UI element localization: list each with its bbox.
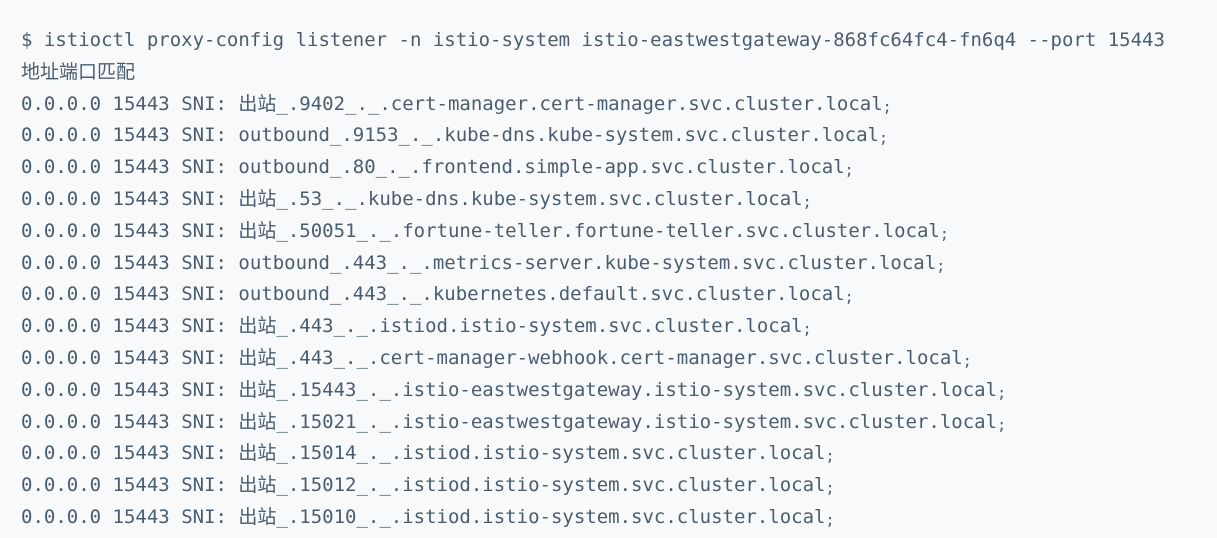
sni-value: 出站_.9402_._.cert-manager.cert-manager.sv…: [238, 92, 883, 115]
listener-port: 15443: [112, 251, 170, 274]
listener-address: 0.0.0.0: [21, 156, 102, 179]
listener-row: 0.0.0.0 15443 SNI: 出站_.443_._.istiod.ist…: [21, 311, 1207, 343]
line-terminator: ;: [882, 97, 892, 116]
listener-row: 0.0.0.0 15443 SNI: 出站_.53_._.kube-dns.ku…: [21, 184, 1207, 216]
listener-port: 15443: [112, 474, 170, 497]
listener-port: 15443: [112, 92, 170, 115]
listener-port: 15443: [112, 187, 170, 210]
sni-value: 出站_.15014_._.istiod.istio-system.svc.clu…: [238, 442, 826, 465]
sni-label: SNI:: [181, 346, 227, 369]
line-terminator: ;: [844, 288, 854, 307]
listener-port: 15443: [112, 505, 170, 528]
listener-row: 0.0.0.0 15443 SNI: 出站_.15014_._.istiod.i…: [21, 438, 1207, 470]
sni-value: 出站_.50051_._.fortune-teller.fortune-tell…: [238, 219, 940, 242]
sni-label: SNI:: [181, 378, 227, 401]
listener-row: 0.0.0.0 15443 SNI: outbound_.80_._.front…: [21, 152, 1207, 184]
listener-port: 15443: [112, 283, 170, 306]
sni-value: outbound_.443_._.kubernetes.default.svc.…: [238, 283, 845, 306]
listener-row: 0.0.0.0 15443 SNI: 出站_.15443_._.istio-ea…: [21, 375, 1207, 407]
listener-row: 0.0.0.0 15443 SNI: outbound_.9153_._.kub…: [21, 120, 1207, 152]
table-header: 地址端口匹配: [21, 60, 136, 83]
listener-address: 0.0.0.0: [21, 474, 102, 497]
sni-value: 出站_.15443_._.istio-eastwestgateway.istio…: [238, 378, 998, 401]
sni-value: 出站_.15010_._.istiod.istio-system.svc.clu…: [238, 505, 826, 528]
sni-label: SNI:: [181, 505, 227, 528]
listener-row: 0.0.0.0 15443 SNI: 出站_.15012_._.istiod.i…: [21, 470, 1207, 502]
line-terminator: ;: [879, 129, 889, 148]
line-terminator: ;: [844, 161, 854, 180]
sni-label: SNI:: [181, 92, 227, 115]
listener-port: 15443: [112, 156, 170, 179]
listener-address: 0.0.0.0: [21, 283, 102, 306]
sni-label: SNI:: [181, 251, 227, 274]
sni-label: SNI:: [181, 442, 227, 465]
listener-address: 0.0.0.0: [21, 251, 102, 274]
sni-value: outbound_.80_._.frontend.simple-app.svc.…: [238, 156, 845, 179]
listener-row: 0.0.0.0 15443 SNI: 出站_.50051_._.fortune-…: [21, 216, 1207, 248]
sni-value: 出站_.15012_._.istiod.istio-system.svc.clu…: [238, 474, 826, 497]
shell-prompt: $: [21, 29, 33, 51]
sni-label: SNI:: [181, 124, 227, 147]
line-terminator: ;: [802, 320, 812, 339]
line-terminator: ;: [825, 510, 835, 529]
listener-port: 15443: [112, 315, 170, 338]
listener-port: 15443: [112, 378, 170, 401]
listener-row: 0.0.0.0 15443 SNI: outbound_.443_._.metr…: [21, 248, 1207, 280]
listener-address: 0.0.0.0: [21, 505, 102, 528]
line-terminator: ;: [997, 415, 1007, 434]
sni-label: SNI:: [181, 474, 227, 497]
listener-row: 0.0.0.0 15443 SNI: outbound_.443_._.kube…: [21, 279, 1207, 311]
listener-port: 15443: [112, 124, 170, 147]
listener-port: 15443: [112, 410, 170, 433]
sni-value: 出站_.443_._.cert-manager-webhook.cert-man…: [238, 346, 963, 369]
sni-label: SNI:: [181, 410, 227, 433]
command-text: istioctl proxy-config listener -n istio-…: [43, 29, 1165, 51]
listener-row: 0.0.0.0 15443 SNI: 出站_.15021_._.istio-ea…: [21, 407, 1207, 439]
command-line: $ istioctl proxy-config listener -n isti…: [21, 25, 1207, 57]
sni-value: 出站_.443_._.istiod.istio-system.svc.clust…: [238, 315, 803, 338]
listener-port: 15443: [112, 346, 170, 369]
line-terminator: ;: [936, 256, 946, 275]
sni-label: SNI:: [181, 283, 227, 306]
listener-address: 0.0.0.0: [21, 92, 102, 115]
listener-address: 0.0.0.0: [21, 410, 102, 433]
listener-row: 0.0.0.0 15443 SNI: 出站_.9402_._.cert-mana…: [21, 89, 1207, 121]
line-terminator: ;: [802, 192, 812, 211]
line-terminator: ;: [825, 447, 835, 466]
listener-port: 15443: [112, 219, 170, 242]
sni-label: SNI:: [181, 187, 227, 210]
sni-value: 出站_.15021_._.istio-eastwestgateway.istio…: [238, 410, 998, 433]
listener-port: 15443: [112, 442, 170, 465]
sni-label: SNI:: [181, 219, 227, 242]
listener-address: 0.0.0.0: [21, 315, 102, 338]
line-terminator: ;: [825, 479, 835, 498]
sni-value: 出站_.53_._.kube-dns.kube-system.svc.clust…: [238, 187, 803, 210]
listener-address: 0.0.0.0: [21, 378, 102, 401]
listener-address: 0.0.0.0: [21, 442, 102, 465]
listener-row: 0.0.0.0 15443 SNI: 出站_.15010_._.istiod.i…: [21, 502, 1207, 534]
listener-address: 0.0.0.0: [21, 219, 102, 242]
sni-label: SNI:: [181, 315, 227, 338]
listener-address: 0.0.0.0: [21, 187, 102, 210]
listener-address: 0.0.0.0: [21, 346, 102, 369]
listener-row: 0.0.0.0 15443 SNI: 出站_.443_._.cert-manag…: [21, 343, 1207, 375]
sni-label: SNI:: [181, 156, 227, 179]
sni-value: outbound_.9153_._.kube-dns.kube-system.s…: [238, 124, 879, 147]
line-terminator: ;: [962, 351, 972, 370]
sni-value: outbound_.443_._.metrics-server.kube-sys…: [238, 251, 937, 274]
line-terminator: ;: [997, 383, 1007, 402]
listener-address: 0.0.0.0: [21, 124, 102, 147]
line-terminator: ;: [939, 224, 949, 243]
